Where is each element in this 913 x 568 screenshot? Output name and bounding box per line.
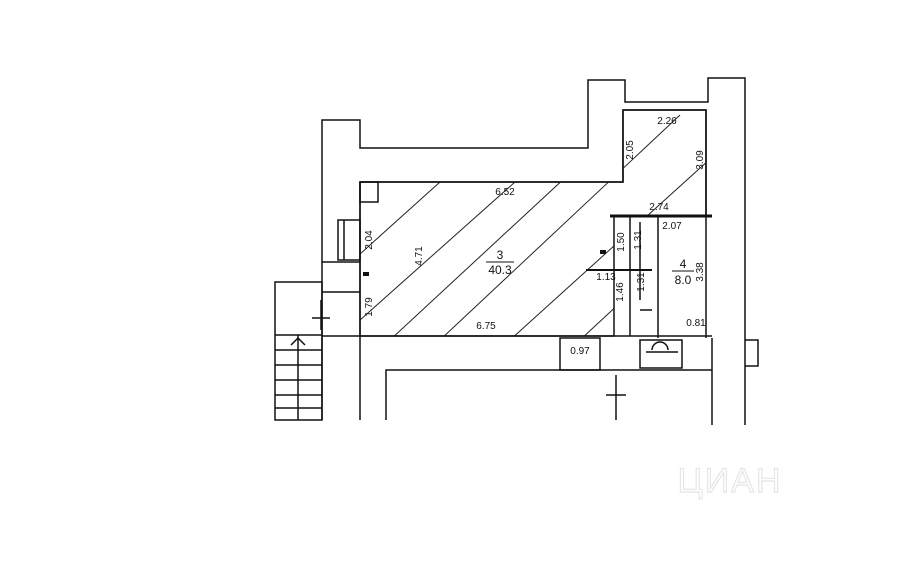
dim-2-04: 2.04	[364, 230, 375, 250]
dim-1-13: 1.13	[596, 272, 616, 283]
room-3-label: 3 40.3	[486, 248, 514, 277]
dim-2-74: 2.74	[649, 202, 669, 213]
dim-0-97: 0.97	[570, 346, 590, 357]
room-3-area: 40.3	[488, 263, 512, 277]
dim-1-31-lower: 1.31	[636, 272, 647, 292]
dim-0-81: 0.81	[686, 318, 706, 329]
exterior-walls	[321, 77, 759, 425]
dim-1-46: 1.46	[615, 282, 626, 302]
room-3-outline	[359, 109, 707, 337]
dim-3-38: 3.38	[695, 262, 706, 282]
dim-2-07: 2.07	[662, 221, 682, 232]
room-4-number: 4	[680, 257, 687, 271]
dimension-labels: 6.52 4.71 2.04 1.79 6.75 2.26 2.05 3.09 …	[364, 116, 706, 357]
room-4-area: 8.0	[675, 273, 692, 287]
room-4-label: 4 8.0	[672, 257, 694, 287]
dim-1-50: 1.50	[616, 232, 627, 252]
dim-3-09: 3.09	[695, 150, 706, 170]
watermark-logo: ЦИАН	[678, 462, 783, 500]
room-3-number: 3	[497, 248, 504, 262]
dim-6-75: 6.75	[476, 321, 496, 332]
staircase	[274, 281, 330, 421]
dim-2-05: 2.05	[625, 140, 636, 160]
corridor-details	[559, 337, 683, 420]
dim-4-71: 4.71	[414, 246, 425, 266]
dim-1-31-upper: 1.31	[633, 230, 644, 250]
dim-1-79: 1.79	[364, 297, 375, 317]
dim-6-52: 6.52	[495, 187, 515, 198]
dim-2-26: 2.26	[657, 116, 677, 127]
room-4-partitions	[586, 214, 712, 338]
left-openings	[322, 181, 379, 293]
